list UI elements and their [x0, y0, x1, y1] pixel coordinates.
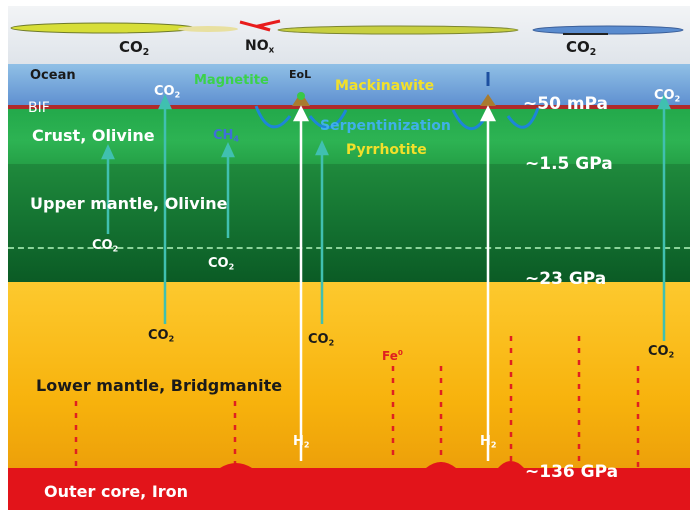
no-cloud: [178, 26, 238, 32]
lower-mantle-label: Lower mantle, Bridgmanite: [36, 376, 283, 395]
mackinawite-label: Mackinawite: [335, 78, 435, 94]
iron-drop-lines: [74, 336, 640, 468]
serp-arc-1: [254, 105, 292, 129]
serpentinization-label: Serpentinization: [320, 118, 451, 134]
h2-upwelling-arrows: [292, 105, 497, 461]
co2-arrow-5-head: [657, 93, 671, 110]
co2-arrow-3-head: [221, 141, 235, 158]
pyrrhotite-label: Pyrrhotite: [346, 142, 427, 158]
co2-cloud-right: [532, 25, 684, 35]
fe0-label: Fe0: [382, 348, 403, 363]
co2-cloud-left: [10, 22, 196, 34]
co2-label-lower-2: CO2: [308, 332, 335, 348]
h2-label-left: H2: [293, 434, 310, 450]
co2-arrow-2-head: [158, 93, 172, 110]
crust-label: Crust, Olivine: [32, 126, 155, 145]
outer-core-label: Outer core, Iron: [44, 482, 189, 501]
serpentinization-arcs: [254, 105, 540, 130]
upper-mantle-layer: [8, 164, 690, 282]
ocean-layer: [8, 64, 690, 106]
co2-atmo-right-label: CO2: [566, 38, 597, 58]
eol-marker: [297, 92, 305, 100]
bif-label: BIF: [28, 100, 50, 116]
serp-arc-4: [506, 107, 540, 129]
h2-label-right: H2: [480, 434, 497, 450]
upper-mantle-label: Upper mantle, Olivine: [30, 194, 228, 213]
core-bump-1: [220, 463, 252, 468]
co2-atmo-left-label: CO2: [119, 38, 150, 58]
co2-arrow-1-head: [101, 143, 115, 160]
co2-label-upper-2: CO2: [208, 256, 235, 272]
serp-arc-2: [308, 109, 348, 129]
vent-mound-right: [480, 94, 496, 106]
core-bump-2: [426, 462, 456, 468]
co2-label-upper-1: CO2: [92, 238, 119, 254]
diagram-overlay: [10, 19, 684, 468]
pressure-bif: ~50 mPa: [523, 94, 609, 114]
ch4-label: CH4: [213, 128, 240, 144]
nox-label: NOx: [245, 38, 275, 56]
h2-arrow-left-head: [292, 105, 310, 122]
bif-boundary-line: [8, 105, 690, 109]
magnetite-label: Magnetite: [194, 73, 269, 88]
lightning-bolt: [239, 19, 281, 32]
co2-label-right-top: CO2: [654, 88, 681, 104]
co2-cloud-mid: [277, 25, 519, 35]
co2-label-lower-right: CO2: [648, 344, 675, 360]
eol-label: EoL: [289, 68, 312, 81]
pressure-upper-mantle-base: ~23 GPa: [525, 269, 607, 289]
upper-mantle-dashed-boundary: [8, 247, 690, 249]
co2-label-lower-1: CO2: [148, 328, 175, 344]
earth-cross-section: CO2 NOx CO2 Ocean BIF Crust, Olivine Upp…: [8, 6, 690, 510]
co2-label-crust: CO2: [154, 84, 181, 100]
co2-upwelling-arrows: [101, 93, 671, 341]
h2-arrow-right-head: [479, 105, 497, 122]
pressure-crust-base: ~1.5 GPa: [525, 154, 613, 174]
lower-mantle-layer: [8, 282, 690, 468]
outer-core-layer: [8, 468, 690, 510]
co2-arrow-4-head: [315, 139, 329, 156]
ocean-label: Ocean: [30, 68, 76, 83]
core-bump-3: [498, 461, 524, 468]
pressure-core-boundary: ~136 GPa: [525, 462, 619, 482]
crust-layer: [8, 106, 690, 164]
